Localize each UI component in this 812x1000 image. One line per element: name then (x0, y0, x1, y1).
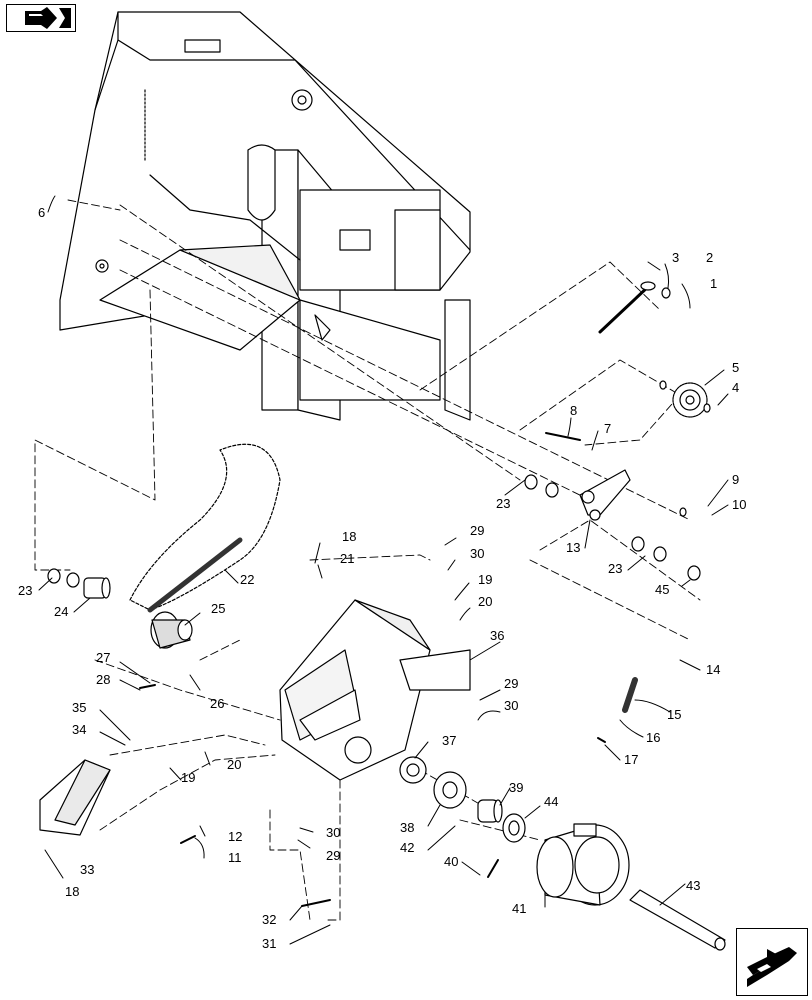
callout-13: 13 (566, 540, 580, 555)
callout-20: 20 (478, 594, 492, 609)
callout-38: 38 (400, 820, 414, 835)
next-page-icon (747, 947, 797, 987)
callout-19b: 19 (181, 770, 195, 785)
callout-12: 12 (228, 829, 242, 844)
drive-belt (129, 443, 281, 611)
callout-29a: 29 (470, 523, 484, 538)
callout-5: 5 (732, 360, 739, 375)
callout-1: 1 (710, 276, 717, 291)
callout-15: 15 (667, 707, 681, 722)
previous-page-icon (25, 7, 71, 29)
main-frame (59, 11, 471, 421)
callout-29c: 29 (326, 848, 340, 863)
callout-26: 26 (210, 696, 224, 711)
leader-lines (38, 195, 729, 945)
callout-4: 4 (732, 380, 739, 395)
callout-23c: 23 (18, 583, 32, 598)
callout-22: 22 (240, 572, 254, 587)
callout-35: 35 (72, 700, 86, 715)
callout-18: 18 (342, 529, 356, 544)
next-page-button[interactable] (736, 928, 808, 996)
callout-40: 40 (444, 854, 458, 869)
callout-41: 41 (512, 901, 526, 916)
washers (47, 287, 711, 588)
callout-45: 45 (655, 582, 669, 597)
previous-page-button[interactable] (6, 4, 76, 32)
callout-42: 42 (400, 840, 414, 855)
callout-21: 21 (340, 551, 354, 566)
callout-9: 9 (732, 472, 739, 487)
belt-spring (147, 537, 243, 613)
callout-10: 10 (732, 497, 746, 512)
belt-guard-cover (279, 599, 471, 781)
callout-16: 16 (646, 730, 660, 745)
callout-19: 19 (478, 572, 492, 587)
shield-33 (39, 759, 111, 836)
callout-8: 8 (570, 403, 577, 418)
callout-23a: 23 (496, 496, 510, 511)
callout-17: 17 (624, 752, 638, 767)
callout-11: 11 (228, 850, 242, 865)
callout-37: 37 (442, 733, 456, 748)
tension-arm-13 (579, 469, 631, 521)
callout-25: 25 (211, 601, 225, 616)
bolts (139, 432, 606, 907)
drum-41 (536, 823, 630, 906)
flange-38 (433, 771, 467, 809)
callout-27: 27 (96, 650, 110, 665)
callout-30b: 30 (504, 698, 518, 713)
callout-34: 34 (72, 722, 86, 737)
callout-7: 7 (604, 421, 611, 436)
collar-44 (502, 813, 526, 843)
bushing-39 (477, 799, 503, 823)
spring-15 (622, 677, 638, 713)
callout-29b: 29 (504, 676, 518, 691)
callout-labels: 1 2 3 4 5 6 7 8 9 10 11 12 13 14 15 16 1… (18, 205, 746, 951)
assembly-lines (34, 199, 701, 921)
bearing-37 (399, 756, 427, 784)
callout-31: 31 (262, 936, 276, 951)
idler-sprocket-5 (672, 382, 708, 418)
callout-43: 43 (686, 878, 700, 893)
callout-14: 14 (706, 662, 720, 677)
callout-44: 44 (544, 794, 558, 809)
callout-30a: 30 (470, 546, 484, 561)
callout-18b: 18 (65, 884, 79, 899)
callout-23b: 23 (608, 561, 622, 576)
callout-24: 24 (54, 604, 68, 619)
callout-20b: 20 (227, 757, 241, 772)
callout-33: 33 (80, 862, 94, 877)
callout-30c: 30 (326, 825, 340, 840)
callout-36: 36 (490, 628, 504, 643)
callout-6: 6 (38, 205, 45, 220)
pulley-25 (150, 611, 193, 649)
roller-24 (83, 577, 111, 599)
adjust-rod-3 (598, 281, 656, 334)
callout-32: 32 (262, 912, 276, 927)
callout-3: 3 (672, 250, 679, 265)
callout-28: 28 (96, 672, 110, 687)
callout-39: 39 (509, 780, 523, 795)
shaft-43 (629, 889, 726, 951)
callout-2: 2 (706, 250, 713, 265)
